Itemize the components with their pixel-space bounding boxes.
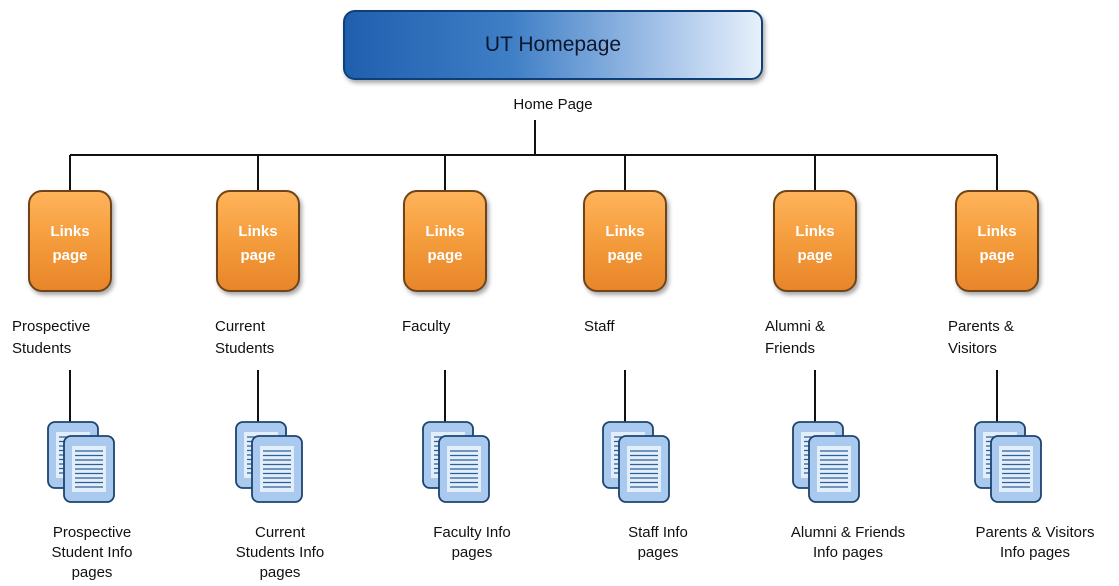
section-label: Prospective Students [12,318,91,357]
links-page-box: Links page [955,190,1039,292]
links-box-line2: page [427,247,463,264]
info-pages-label: Current Students Info pages [235,524,325,581]
links-box-line1: Links [977,223,1017,240]
info-pages-label: Alumni & Friends Info pages [790,524,906,561]
section-label: Alumni & Friends [765,318,826,357]
info-pages-label: Prospective Student Info pages [51,524,133,581]
document-stack-icon [597,418,681,508]
links-box-line2: page [797,247,833,264]
links-box-line1: Links [605,223,645,240]
links-box-line2: page [607,247,643,264]
document-stack-icon [969,418,1053,508]
links-page-box: Links page [28,190,112,292]
links-box-line2: page [240,247,276,264]
links-page-box: Links page [583,190,667,292]
info-pages-label: Faculty Info pages [433,524,511,561]
section-label: Faculty [402,318,451,335]
links-box-line1: Links [238,223,278,240]
links-page-box: Links page [403,190,487,292]
document-stack-icon [42,418,126,508]
section-label: Staff [584,318,615,335]
info-pages-label: Staff Info pages [628,524,688,561]
root-title: UT Homepage [484,33,622,56]
links-page-box: Links page [216,190,300,292]
document-stack-icon [230,418,314,508]
root-subtitle: Home Page [513,96,593,113]
document-stack-icon [417,418,501,508]
section-label: Parents & Visitors [948,318,1014,357]
links-box-line1: Links [795,223,835,240]
links-box-line2: page [979,247,1015,264]
links-box-line1: Links [50,223,90,240]
section-label: Current Students [215,318,275,357]
links-box-line2: page [52,247,88,264]
links-box-line1: Links [425,223,465,240]
root-node: UT Homepage [343,10,763,80]
links-page-box: Links page [773,190,857,292]
info-pages-label: Parents & Visitors Info pages [975,524,1095,561]
document-stack-icon [787,418,871,508]
